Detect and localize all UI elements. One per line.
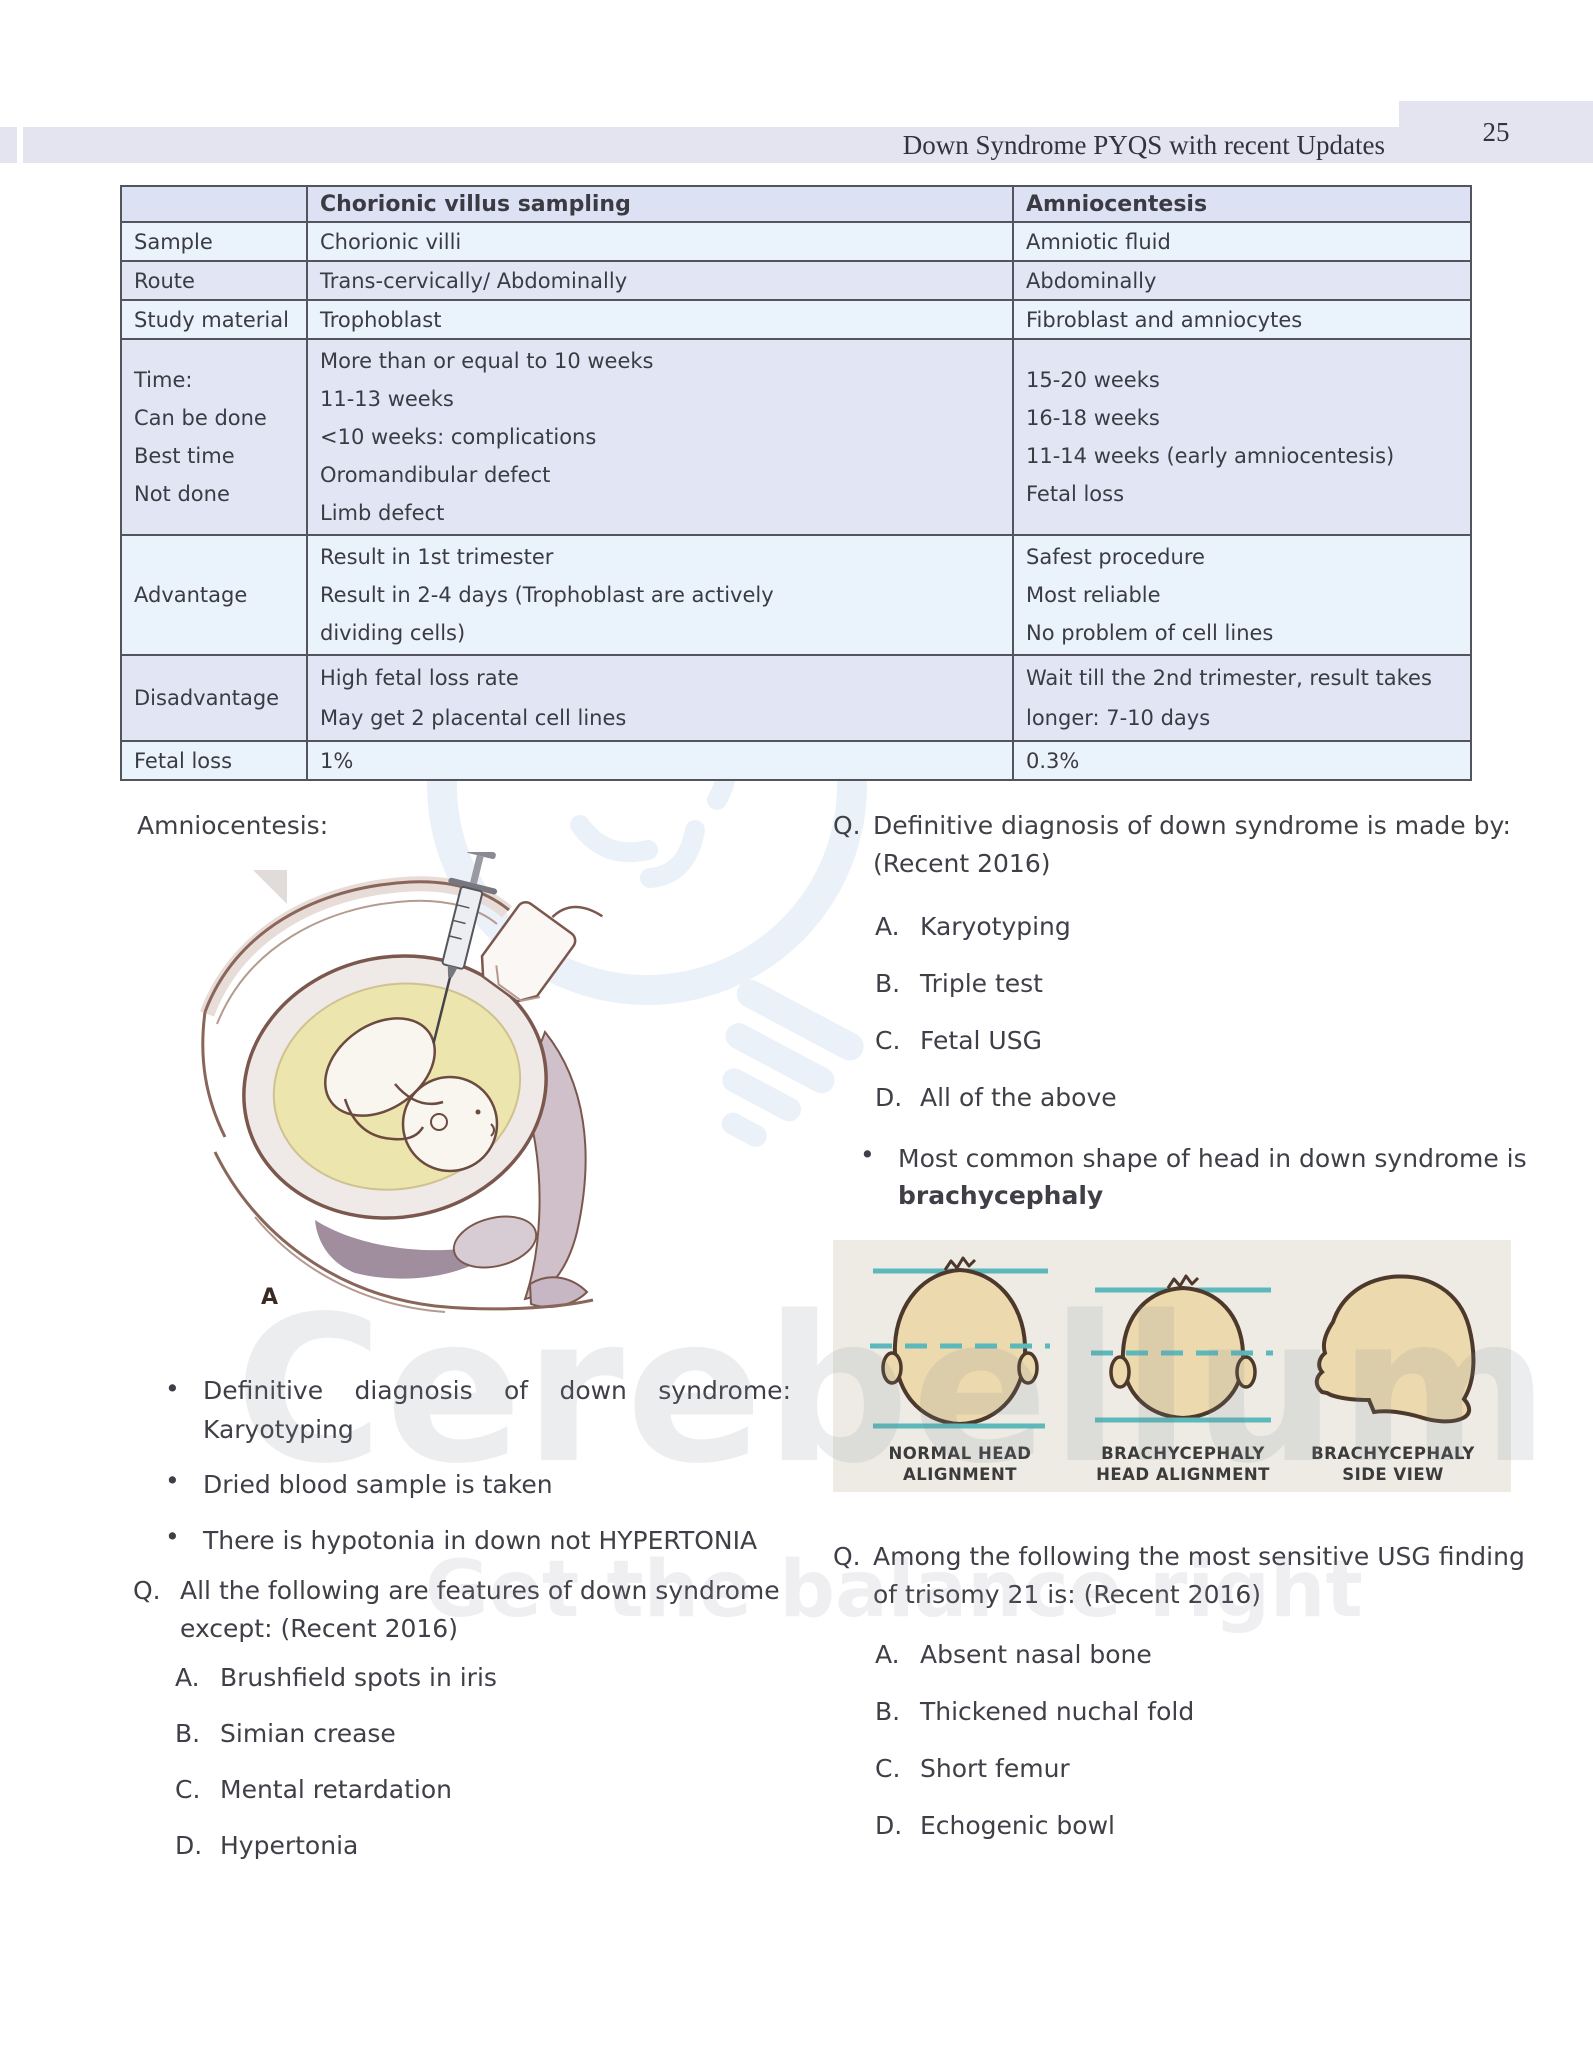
bullet-dried-blood: Dried blood sample is taken bbox=[203, 1470, 553, 1499]
cell-amnio-advantage: Safest procedure Most reliable No proble… bbox=[1012, 534, 1472, 656]
cell-cvs-fetal-loss: 1% bbox=[306, 740, 1014, 781]
head-shape-note: Most common shape of head in down syndro… bbox=[898, 1144, 1527, 1173]
head-shapes-figure: NORMAL HEAD ALIGNMENT BRACHYCEPHALY HEAD… bbox=[833, 1240, 1511, 1496]
question-text: Among the following the most sensitive U… bbox=[873, 1542, 1525, 1571]
table-corner-cell bbox=[120, 185, 308, 223]
cell-cvs-disadvantage: High fetal loss rate May get 2 placental… bbox=[306, 654, 1014, 742]
col-header-cvs: Chorionic villus sampling bbox=[306, 185, 1014, 223]
cell-cvs-study: Trophoblast bbox=[306, 299, 1014, 340]
row-label: Route bbox=[120, 260, 308, 301]
figure-label: BRACHYCEPHALY bbox=[1311, 1444, 1475, 1463]
header-left-chip bbox=[0, 127, 17, 163]
row-label: Fetal loss bbox=[120, 740, 308, 781]
question-prefix: Q. bbox=[833, 811, 861, 840]
row-label-time: Time: Can be done Best time Not done bbox=[120, 338, 308, 536]
page-number: 25 bbox=[1482, 116, 1510, 147]
option-a: A. Karyotyping bbox=[875, 912, 1071, 941]
cell-amnio-time: 15-20 weeks 16-18 weeks 11-14 weeks (ear… bbox=[1012, 338, 1472, 536]
row-label: Sample bbox=[120, 221, 308, 262]
figure-label: NORMAL HEAD bbox=[888, 1444, 1031, 1463]
option-c: C. Fetal USG bbox=[875, 1026, 1042, 1055]
option-d: D. All of the above bbox=[875, 1083, 1117, 1112]
bullet-definitive-diagnosis: Definitive diagnosis of down syndrome: K… bbox=[203, 1376, 791, 1444]
question-prefix: Q. bbox=[833, 1542, 861, 1571]
section-heading-amniocentesis: Amniocentesis: bbox=[137, 811, 329, 840]
bullet-marker: • bbox=[165, 1374, 180, 1403]
option-c: C. Mental retardation bbox=[175, 1775, 452, 1804]
cell-amnio-sample: Amniotic fluid bbox=[1012, 221, 1472, 262]
option-b: B. Simian crease bbox=[175, 1719, 396, 1748]
question-features-except: Q. All the following are features of dow… bbox=[133, 1572, 780, 1609]
question-text: Definitive diagnosis of down syndrome is… bbox=[873, 811, 1511, 840]
question-prefix: Q. bbox=[133, 1576, 161, 1605]
illustration-panel-label: A bbox=[261, 1285, 278, 1310]
question-text: All the following are features of down s… bbox=[180, 1576, 780, 1605]
cell-amnio-disadvantage: Wait till the 2nd trimester, result take… bbox=[1012, 654, 1472, 742]
page-title: Down Syndrome PYQS with recent Updates bbox=[902, 129, 1385, 160]
amniocentesis-illustration: A bbox=[195, 846, 605, 1321]
cell-cvs-time: More than or equal to 10 weeks 11-13 wee… bbox=[306, 338, 1014, 536]
figure-label: HEAD ALIGNMENT bbox=[1096, 1465, 1270, 1484]
cvs-vs-amniocentesis-table: Chorionic villus sampling Amniocentesis … bbox=[120, 185, 1472, 781]
figure-label: SIDE VIEW bbox=[1342, 1465, 1444, 1484]
row-label: Advantage bbox=[120, 534, 308, 656]
figure-label: ALIGNMENT bbox=[903, 1465, 1017, 1484]
head-shape-note-bold: brachycephaly bbox=[898, 1181, 1104, 1210]
bullet-marker: • bbox=[860, 1140, 875, 1169]
cell-cvs-advantage: Result in 1st trimester Result in 2-4 da… bbox=[306, 534, 1014, 656]
question-text-line2: of trisomy 21 is: (Recent 2016) bbox=[873, 1580, 1262, 1609]
question-definitive-diagnosis: Q. Definitive diagnosis of down syndrome… bbox=[833, 807, 1511, 844]
figure-label: BRACHYCEPHALY bbox=[1101, 1444, 1265, 1463]
brachycephaly-side-view-shape bbox=[1314, 1274, 1476, 1424]
option-c: C. Short femur bbox=[875, 1754, 1070, 1783]
cell-cvs-route: Trans-cervically/ Abdominally bbox=[306, 260, 1014, 301]
option-d: D. Hypertonia bbox=[175, 1831, 359, 1860]
option-a: A. Absent nasal bone bbox=[875, 1640, 1152, 1669]
bullet-hypotonia: There is hypotonia in down not HYPERTONI… bbox=[203, 1526, 758, 1555]
cell-amnio-route: Abdominally bbox=[1012, 260, 1472, 301]
cell-amnio-fetal-loss: 0.3% bbox=[1012, 740, 1472, 781]
cell-amnio-study: Fibroblast and amniocytes bbox=[1012, 299, 1472, 340]
page-header-band: Down Syndrome PYQS with recent Updates bbox=[23, 127, 1447, 163]
cell-cvs-sample: Chorionic villi bbox=[306, 221, 1014, 262]
option-b: B. Triple test bbox=[875, 969, 1043, 998]
row-label: Disadvantage bbox=[120, 654, 308, 742]
option-a: A. Brushfield spots in iris bbox=[175, 1663, 497, 1692]
option-d: D. Echogenic bowl bbox=[875, 1811, 1115, 1840]
question-usg-finding: Q. Among the following the most sensitiv… bbox=[833, 1538, 1525, 1575]
page-number-box: 25 bbox=[1399, 101, 1593, 163]
row-label: Study material bbox=[120, 299, 308, 340]
bullet-marker: • bbox=[165, 1466, 180, 1495]
question-text-line2: except: (Recent 2016) bbox=[180, 1614, 458, 1643]
gray-wedge bbox=[253, 870, 287, 904]
question-text-line2: (Recent 2016) bbox=[873, 849, 1051, 878]
col-header-amniocentesis: Amniocentesis bbox=[1012, 185, 1472, 223]
bullet-marker: • bbox=[165, 1522, 180, 1551]
option-b: B. Thickened nuchal fold bbox=[875, 1697, 1195, 1726]
